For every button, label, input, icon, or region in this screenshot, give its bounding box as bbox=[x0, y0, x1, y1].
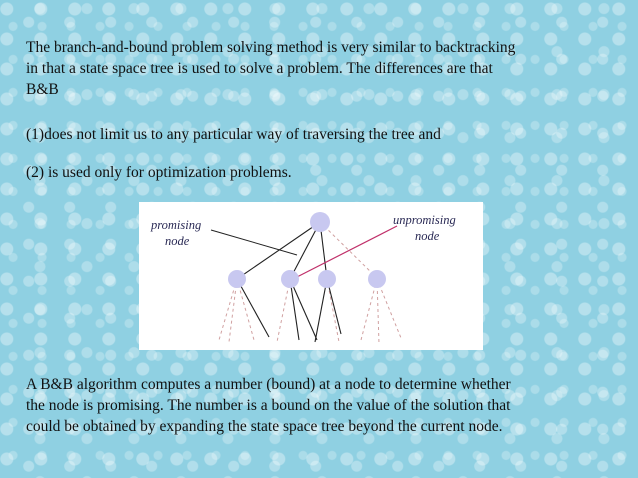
unpromising-pointer bbox=[294, 225, 398, 279]
nodes bbox=[228, 212, 386, 288]
dashed-edge bbox=[236, 278, 255, 341]
dashed-edge bbox=[218, 278, 238, 341]
promising-label-line2: node bbox=[165, 234, 190, 248]
child-node-4 bbox=[368, 270, 386, 288]
dashed-edge bbox=[276, 278, 291, 343]
unpromising-label-line2: node bbox=[415, 229, 440, 243]
intro-paragraph: The branch-and-bound problem solving met… bbox=[26, 39, 516, 98]
dashed-edges bbox=[218, 221, 402, 345]
dashed-edge bbox=[376, 278, 380, 345]
tree-edge bbox=[289, 221, 321, 280]
dashed-edge bbox=[228, 278, 238, 343]
tree-edge bbox=[236, 221, 321, 280]
dashed-edge bbox=[376, 278, 402, 339]
bound-explanation-text: A B&B algorithm computes a number (bound… bbox=[26, 376, 511, 435]
difference-1-text: (1)does not limit us to any particular w… bbox=[26, 126, 441, 143]
dashed-edge bbox=[326, 278, 340, 343]
state-space-tree-diagram: promising node unpromising node bbox=[139, 202, 483, 350]
child-node-1 bbox=[228, 270, 246, 288]
tree-edge bbox=[236, 278, 270, 338]
solid-edges bbox=[236, 221, 342, 343]
tree-edge bbox=[289, 278, 300, 341]
child-node-2 bbox=[281, 270, 299, 288]
tree-edge bbox=[289, 278, 318, 341]
root-node bbox=[310, 212, 330, 232]
tree-svg: promising node unpromising node bbox=[150, 212, 456, 345]
dashed-edge bbox=[319, 221, 378, 279]
child-node-3 bbox=[318, 270, 336, 288]
tree-edge bbox=[314, 278, 328, 343]
dashed-edge bbox=[360, 278, 378, 341]
difference-2-text: (2) is used only for optimization proble… bbox=[26, 164, 292, 181]
tree-edge bbox=[326, 278, 342, 335]
unpromising-label-line1: unpromising bbox=[393, 213, 456, 227]
promising-pointer bbox=[210, 229, 298, 256]
promising-label-line1: promising bbox=[150, 218, 201, 232]
